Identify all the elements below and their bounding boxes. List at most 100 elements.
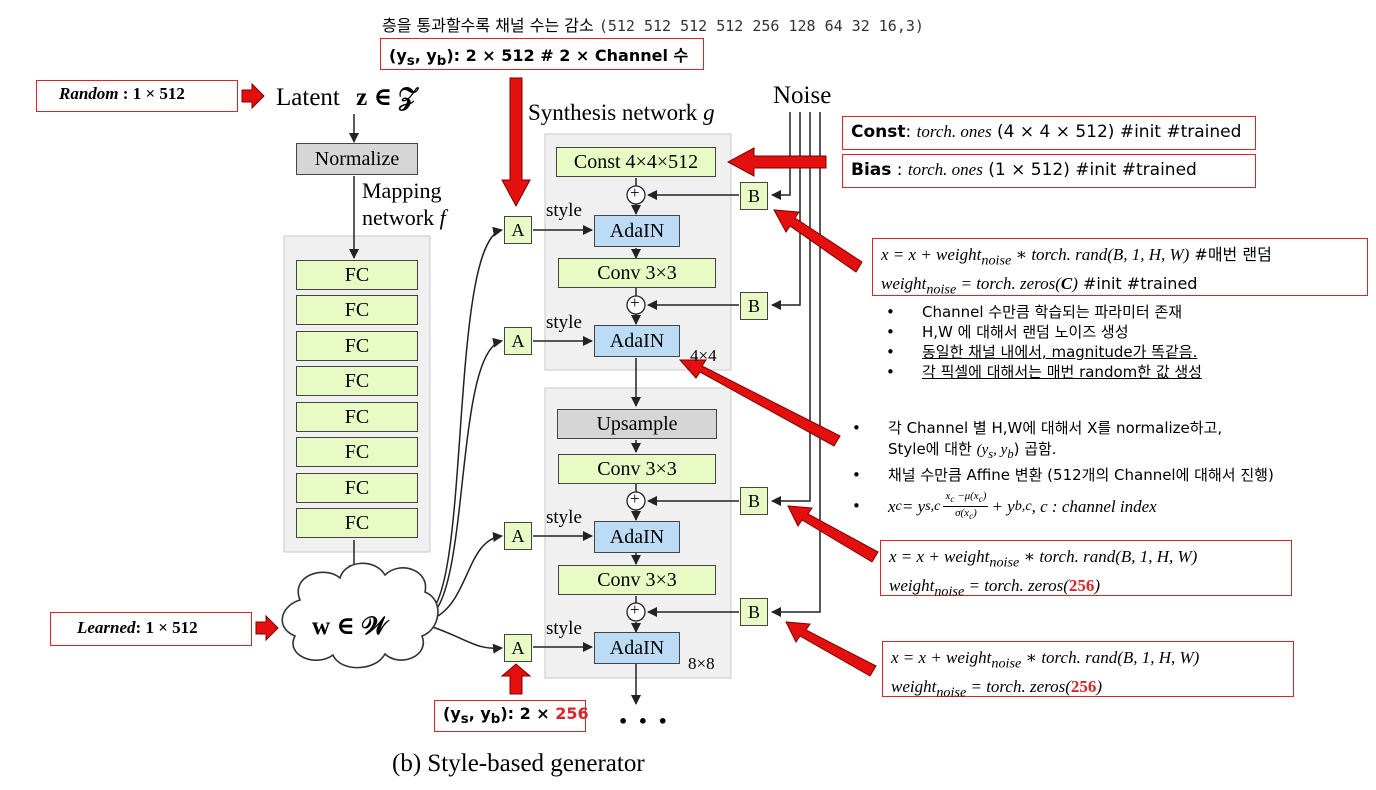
noise3-eq-a: x = x + weight	[891, 648, 992, 667]
fc-label: FC	[344, 440, 370, 463]
noise-annotation-3: x = x + weightnoise ∗ torch. rand(B, 1, …	[882, 641, 1294, 701]
adain-ys: (y	[976, 442, 989, 458]
adain-plus: + y	[991, 497, 1015, 517]
adain-bullets: •각 Channel 별 H,W에 대해서 X를 normalize하고, St…	[852, 418, 1274, 523]
conv-label: Conv 3×3	[597, 457, 677, 480]
learned-dim: : 1 × 512	[135, 618, 198, 637]
adain-node: AdaIN	[594, 325, 680, 357]
adain-mid: , y	[993, 442, 1008, 458]
bias-annotation-label: Bias	[851, 160, 892, 180]
noise3-close: )	[1096, 677, 1103, 697]
annotation-arrows	[241, 77, 879, 695]
ellipsis: • • •	[618, 712, 670, 731]
channel-decrease-note: 층을 통과할수록 채널 수는 감소 (512 512 512 512 256 1…	[382, 12, 924, 36]
style-label: style	[546, 312, 582, 333]
noise-scale-b-node: B	[740, 182, 768, 210]
noise-scale-b-node: B	[740, 292, 768, 320]
noise3-sub: noise	[991, 655, 1022, 672]
plus-label: +	[630, 293, 640, 312]
frac-num-sub: c	[950, 494, 955, 505]
ys-yb-lhs-bottom: (y	[443, 704, 461, 723]
conv-label: Conv 3×3	[597, 261, 677, 284]
yb-sub: b	[436, 54, 447, 70]
frac-den-close: )	[973, 507, 977, 520]
noise-scale-b-node: B	[740, 598, 768, 626]
noise2-w: weight	[889, 576, 935, 596]
const-node: Const 4×4×512	[556, 147, 716, 177]
const-annotation-fn: torch. ones	[916, 122, 992, 141]
fc-layer: FC	[296, 437, 418, 467]
adain-label: AdaIN	[609, 219, 665, 242]
mapping-network-label: Mapping network f	[362, 177, 446, 231]
fc-label: FC	[344, 334, 370, 357]
conv-label: Conv 3×3	[597, 568, 677, 591]
noise-annotation-1: x = x + weightnoise ∗ torch. rand(B, 1, …	[872, 238, 1368, 298]
b-label: B	[747, 490, 760, 511]
conv-node: Conv 3×3	[558, 454, 716, 484]
adain-bullet: •각 Channel 별 H,W에 대해서 X를 normalize하고,	[852, 419, 1223, 437]
noise3-sub2: noise	[936, 684, 967, 701]
figure-caption: (b) Style-based generator	[392, 750, 645, 777]
noise-annotation-2: x = x + weightnoise ∗ torch. rand(B, 1, …	[880, 540, 1292, 600]
adain-node: AdaIN	[594, 215, 680, 247]
adain-bullet: •채널 수만큼 Affine 변환 (512개의 Channel에 대해서 진행…	[852, 466, 1274, 484]
adain-bullet-1a: 각 Channel 별 H,W에 대해서 X를 normalize하고,	[888, 419, 1223, 437]
noise1-comment: #매번 랜덤	[1189, 245, 1272, 264]
noise-bullet-text: 각 픽셀에 대해서는 매번 random한 값 생성	[922, 363, 1202, 381]
normalize-text: Normalize	[314, 147, 400, 170]
ys-yb-mid: , y	[414, 46, 437, 65]
adain-fraction: xc −μ(xc) σ(xc)	[943, 490, 989, 523]
random-label: Random	[59, 84, 119, 103]
fc-label: FC	[344, 369, 370, 392]
noise1-eq-b: ∗ torch. rand(B, 1, H, W)	[1011, 245, 1190, 264]
noise1-c: C	[1060, 274, 1073, 294]
const-annotation-colon: :	[905, 122, 917, 142]
adain-node: AdaIN	[594, 632, 680, 664]
noise2-sub: noise	[989, 554, 1020, 571]
bias-annotation: Bias : torch. ones (1 × 512) #init #trai…	[842, 154, 1256, 188]
adain-label: AdaIN	[609, 329, 665, 352]
a-label: A	[511, 219, 525, 240]
plus-label: +	[630, 489, 640, 508]
yb-sub-bottom: b	[490, 712, 501, 728]
fc-layer: FC	[296, 331, 418, 361]
const-annotation-rest: (4 × 4 × 512) #init #trained	[991, 122, 1242, 142]
adain-sc: s,c	[925, 498, 941, 515]
noise-bullets: •Channel 수만큼 학습되는 파라미터 존재 •H,W 에 대해서 랜덤 …	[886, 302, 1202, 382]
noise3-eq-b: ∗ torch. rand(B, 1, H, W)	[1021, 648, 1200, 667]
noise1-zeros: = torch. zeros(	[956, 274, 1061, 294]
adain-s: s	[988, 447, 994, 461]
frac-num-close: )	[982, 490, 987, 502]
plus-label: +	[630, 183, 640, 202]
fc-layer: FC	[296, 366, 418, 396]
frac-den-sub: c	[969, 511, 974, 522]
latent-text: Latent	[276, 84, 340, 111]
fc-label: FC	[344, 476, 370, 499]
adain-xc: x	[888, 497, 896, 517]
noise-bullet-text: Channel 수만큼 학습되는 파라미터 존재	[922, 303, 1183, 321]
noise1-eq-a: x = x + weight	[881, 245, 982, 264]
noise-bullet: •H,W 에 대해서 랜덤 노이즈 생성	[886, 323, 1129, 341]
noise2-close: )	[1094, 576, 1101, 596]
adain-eq: = y	[901, 497, 926, 517]
noise2-eq-a: x = x + weight	[889, 547, 990, 566]
frac-num-sub2: c	[978, 494, 983, 505]
noise-label: Noise	[773, 82, 832, 109]
fc-label: FC	[344, 263, 370, 286]
noise2-sub2: noise	[934, 583, 965, 600]
affine-a-node: A	[504, 216, 532, 244]
noise3-w: weight	[891, 677, 937, 697]
ys-yb-rhs: ): 2 × 512 # 2 × Channel 수	[446, 46, 689, 65]
noise2-zeros: = torch. zeros(	[964, 576, 1069, 596]
adain-label: AdaIN	[609, 525, 665, 548]
style-label: style	[546, 618, 582, 639]
affine-a-node: A	[504, 327, 532, 355]
adain-bullet-1b: Style에 대한	[888, 440, 977, 458]
noise3-zeros: = torch. zeros(	[966, 677, 1071, 697]
fc-layer: FC	[296, 508, 418, 538]
frac-num-mu: −μ(x	[954, 490, 979, 502]
ys-yb-rhs-bottom: ): 2 ×	[500, 704, 556, 723]
noise1-init: #init #trained	[1077, 274, 1198, 294]
